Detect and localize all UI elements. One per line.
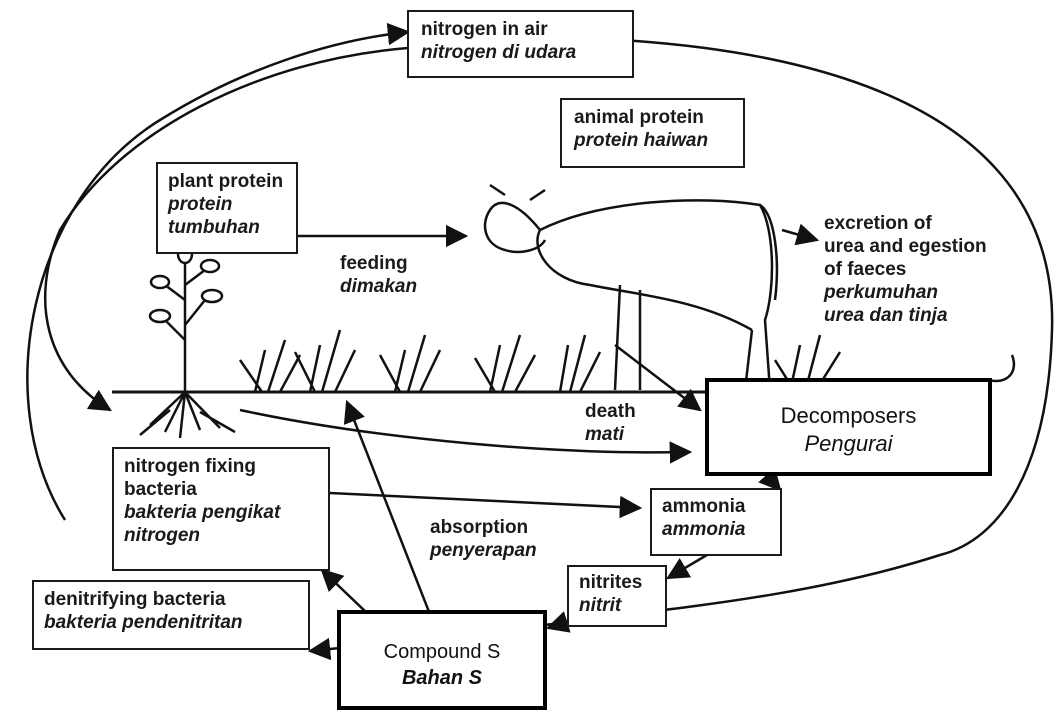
nitrites-box: nitrites nitrit — [567, 565, 667, 627]
absorption-arrow — [347, 402, 440, 640]
excretion-en2: urea and egestion — [824, 235, 987, 258]
decomposers-en: Decomposers — [709, 402, 988, 430]
denitrifying-ms: bakteria pendenitritan — [44, 611, 298, 634]
compound-s-ms: Bahan S — [341, 665, 543, 691]
fixing-to-ammonia-arrow — [330, 493, 640, 508]
compound-s-box: Compound S Bahan S — [337, 610, 547, 710]
feeding-en: feeding — [340, 252, 417, 275]
absorption-en: absorption — [430, 516, 537, 539]
excretion-ms2: urea dan tinja — [824, 304, 987, 327]
plant-illustration — [140, 245, 235, 438]
death-en: death — [585, 400, 636, 423]
animal-protein-en: animal protein — [574, 106, 731, 129]
absorption-label: absorption penyerapan — [430, 516, 537, 562]
feeding-label: feeding dimakan — [340, 252, 417, 298]
ammonia-ms: ammonia — [662, 518, 770, 541]
absorption-ms: penyerapan — [430, 539, 537, 562]
nitrogen-fixing-ms2: nitrogen — [124, 524, 318, 547]
nitrogen-fixing-en1: nitrogen fixing — [124, 455, 318, 478]
compound-s-en: Compound S — [341, 639, 543, 665]
plant-protein-ms1: protein — [168, 193, 286, 216]
plant-protein-ms2: tumbuhan — [168, 216, 286, 239]
decomposers-box: Decomposers Pengurai — [705, 378, 992, 476]
nitrogen-in-air-ms: nitrogen di udara — [421, 41, 620, 64]
compound-to-denitrifying-arrow — [310, 648, 340, 651]
cow-illustration — [485, 185, 777, 390]
excretion-ms1: perkumuhan — [824, 281, 987, 304]
plant-protein-en: plant protein — [168, 170, 286, 193]
nitrogen-in-air-en: nitrogen in air — [421, 18, 620, 41]
denitrifying-en: denitrifying bacteria — [44, 588, 298, 611]
ammonia-box: ammonia ammonia — [650, 488, 782, 556]
nitrogen-fixing-ms1: bakteria pengikat — [124, 501, 318, 524]
death-label: death mati — [585, 400, 636, 446]
excretion-arrow — [782, 230, 817, 240]
animal-protein-box: animal protein protein haiwan — [560, 98, 745, 168]
decomposers-ms: Pengurai — [709, 430, 988, 458]
ammonia-en: ammonia — [662, 495, 770, 518]
animal-protein-ms: protein haiwan — [574, 129, 731, 152]
denitrifying-box: denitrifying bacteria bakteria pendenitr… — [32, 580, 310, 650]
nitrites-ms: nitrit — [579, 594, 655, 617]
excretion-en1: excretion of — [824, 212, 987, 235]
nitrogen-fixing-en2: bacteria — [124, 478, 318, 501]
plant-protein-box: plant protein protein tumbuhan — [156, 162, 298, 254]
feeding-ms: dimakan — [340, 275, 417, 298]
excretion-en3: of faeces — [824, 258, 987, 281]
nitrogen-fixing-box: nitrogen fixing bacteria bakteria pengik… — [112, 447, 330, 571]
excretion-label: excretion of urea and egestion of faeces… — [824, 212, 987, 327]
nitrites-en: nitrites — [579, 571, 655, 594]
nitrogen-in-air-box: nitrogen in air nitrogen di udara — [407, 10, 634, 78]
death-ms: mati — [585, 423, 636, 446]
